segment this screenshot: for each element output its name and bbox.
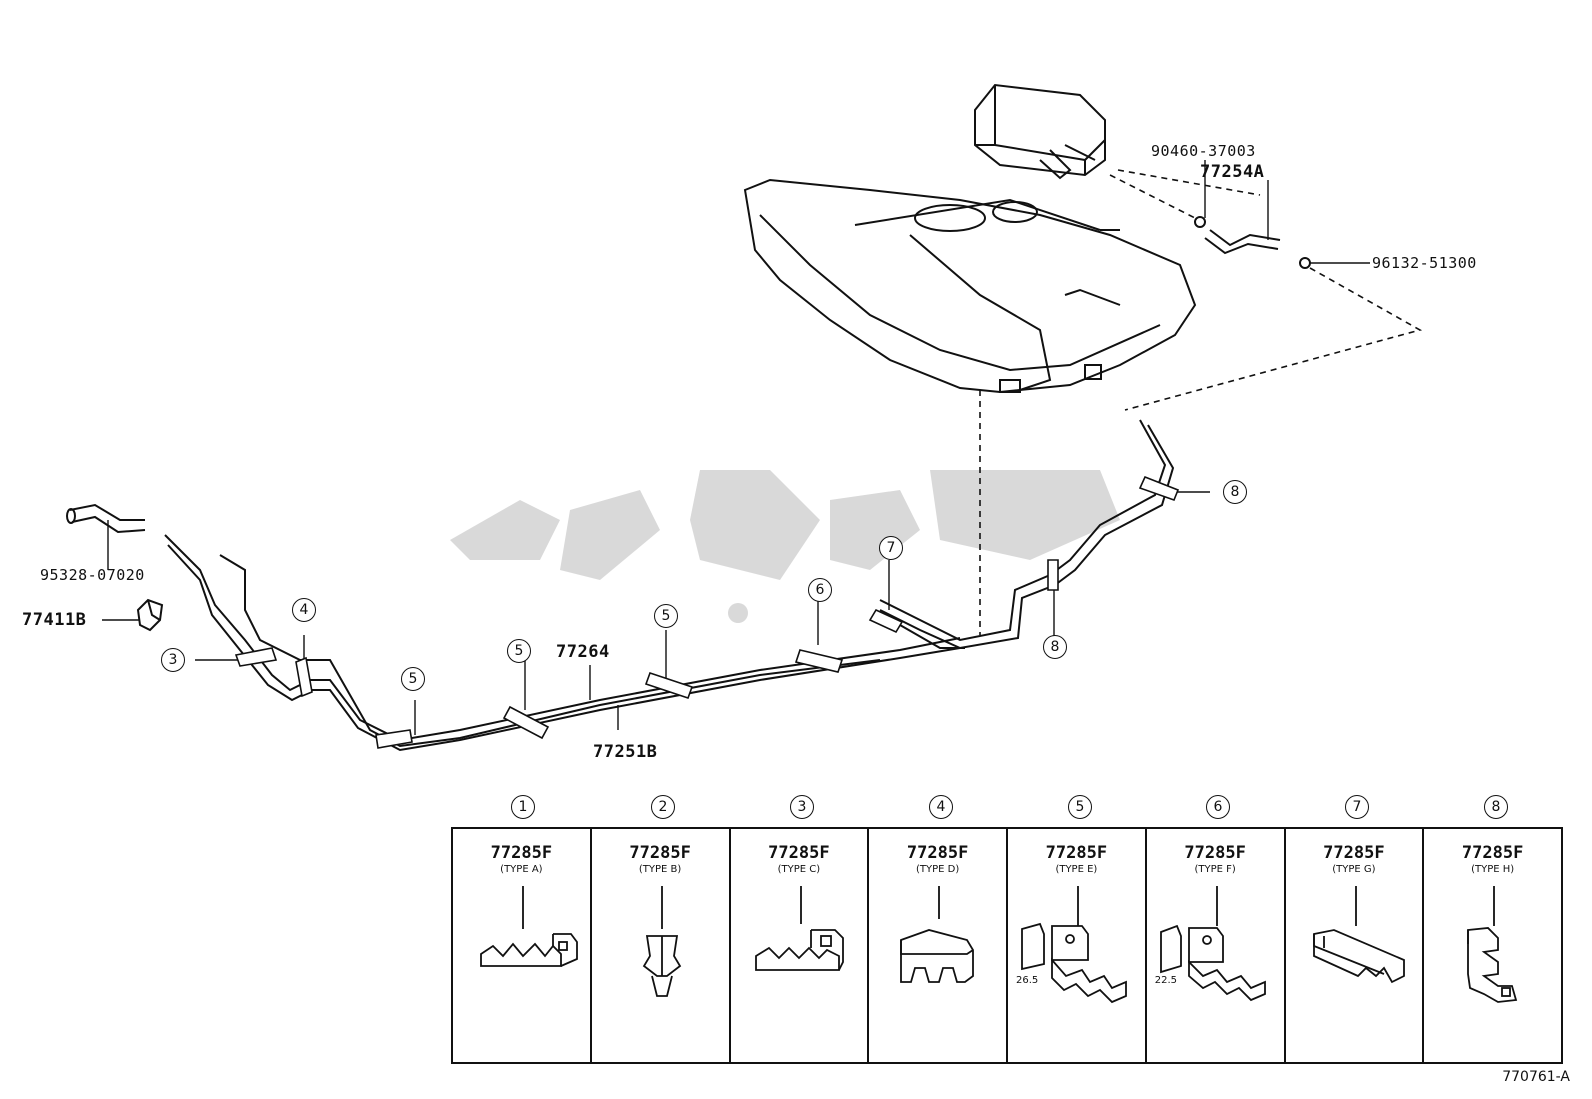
marker-8a: 8 bbox=[1223, 480, 1247, 504]
marker-5b: 5 bbox=[507, 639, 531, 663]
clamp-part-number: 77285F bbox=[906, 843, 969, 863]
clamp-type-f-drawing bbox=[1159, 886, 1266, 1002]
clamp-part-number: 77285F bbox=[768, 843, 830, 863]
table-header-8: 8 bbox=[1484, 795, 1508, 819]
table-header-7: 7 bbox=[1345, 795, 1369, 819]
callout-hose-main: 77254A bbox=[1200, 162, 1265, 182]
callout-tube-upper: 77264 bbox=[556, 642, 610, 662]
marker-5c: 5 bbox=[654, 604, 678, 628]
clamp-type-d-drawing bbox=[900, 886, 975, 983]
clamp-type: (TYPE D) bbox=[916, 864, 960, 875]
marker-7: 7 bbox=[879, 536, 903, 560]
callout-hose-filler: 95328-07020 bbox=[40, 566, 145, 584]
clamp-part-number: 77285F bbox=[1323, 843, 1385, 863]
marker-3: 3 bbox=[161, 648, 185, 672]
table-header-5: 5 bbox=[1068, 795, 1092, 819]
fuel-tubes bbox=[164, 419, 1175, 752]
clamp-type-h-drawing bbox=[1467, 886, 1518, 1003]
clamp-part-number: 77285F bbox=[1461, 843, 1524, 863]
callout-clip-hose: 96132-51300 bbox=[1372, 254, 1477, 272]
clamp-type: (TYPE A) bbox=[500, 864, 543, 875]
clamp-part-number: 77285F bbox=[629, 843, 691, 863]
grommet-part bbox=[136, 598, 164, 632]
marker-4: 4 bbox=[292, 598, 316, 622]
clamp-type: (TYPE C) bbox=[777, 864, 821, 875]
marker-5a: 5 bbox=[401, 667, 425, 691]
clamp-type: (TYPE F) bbox=[1194, 864, 1236, 875]
clamp-cell-f: 77285F (TYPE F) 22.5 bbox=[1147, 829, 1286, 1062]
clamp-type: (TYPE E) bbox=[1055, 864, 1098, 875]
charcoal-canister bbox=[974, 83, 1106, 180]
clamp-cell-e: 77285F (TYPE E) 26.5 bbox=[1008, 829, 1147, 1062]
table-header-2: 2 bbox=[651, 795, 675, 819]
callout-tube-lower: 77251B bbox=[593, 742, 658, 762]
leader-lines bbox=[102, 160, 1370, 735]
clamp-type-e-drawing bbox=[1021, 886, 1127, 1004]
marker-6: 6 bbox=[808, 578, 832, 602]
callout-clip-filler: 77411B bbox=[22, 610, 87, 630]
clamp-cell-b: 77285F (TYPE B) bbox=[592, 829, 731, 1062]
table-header-1: 1 bbox=[511, 795, 535, 819]
clamp-table: 77285F (TYPE A) 77285F (TYPE B) bbox=[451, 827, 1563, 1064]
clamp-type-g-drawing bbox=[1312, 886, 1405, 984]
clamp-dimension: 22.5 bbox=[1154, 975, 1178, 986]
clamp-type-b-drawing bbox=[642, 886, 681, 997]
vapor-hose bbox=[1194, 216, 1311, 269]
clamp-type-a-drawing bbox=[480, 886, 578, 967]
table-header-3: 3 bbox=[790, 795, 814, 819]
clamp-cell-a: 77285F (TYPE A) bbox=[453, 829, 592, 1062]
clamp-type-c-drawing bbox=[754, 886, 844, 971]
clamp-type: (TYPE G) bbox=[1332, 864, 1376, 875]
dashed-leaders bbox=[979, 169, 1423, 635]
clamp-cell-h: 77285F (TYPE H) bbox=[1424, 829, 1561, 1062]
watermark-logo bbox=[450, 470, 1120, 623]
clamp-part-number: 77285F bbox=[490, 843, 553, 863]
clamp-type: (TYPE B) bbox=[638, 864, 682, 875]
clamp-type: (TYPE H) bbox=[1471, 864, 1515, 875]
clamp-part-number: 77285F bbox=[1045, 843, 1108, 863]
table-header-4: 4 bbox=[929, 795, 953, 819]
clamp-cell-g: 77285F (TYPE G) bbox=[1286, 829, 1425, 1062]
table-header-6: 6 bbox=[1206, 795, 1230, 819]
filler-hose bbox=[66, 503, 146, 534]
clamp-part-number: 77285F bbox=[1184, 843, 1246, 863]
clamp-dimension: 26.5 bbox=[1016, 975, 1039, 986]
fuel-tank bbox=[743, 178, 1197, 394]
clamp-cell-d: 77285F (TYPE D) bbox=[869, 829, 1008, 1062]
callout-hose-vapor: 90460-37003 bbox=[1151, 142, 1256, 160]
clamp-marks bbox=[234, 475, 1180, 749]
marker-8b: 8 bbox=[1043, 635, 1067, 659]
figure-reference: 770761-A bbox=[1502, 1069, 1570, 1085]
clamp-cell-c: 77285F (TYPE C) bbox=[731, 829, 870, 1062]
